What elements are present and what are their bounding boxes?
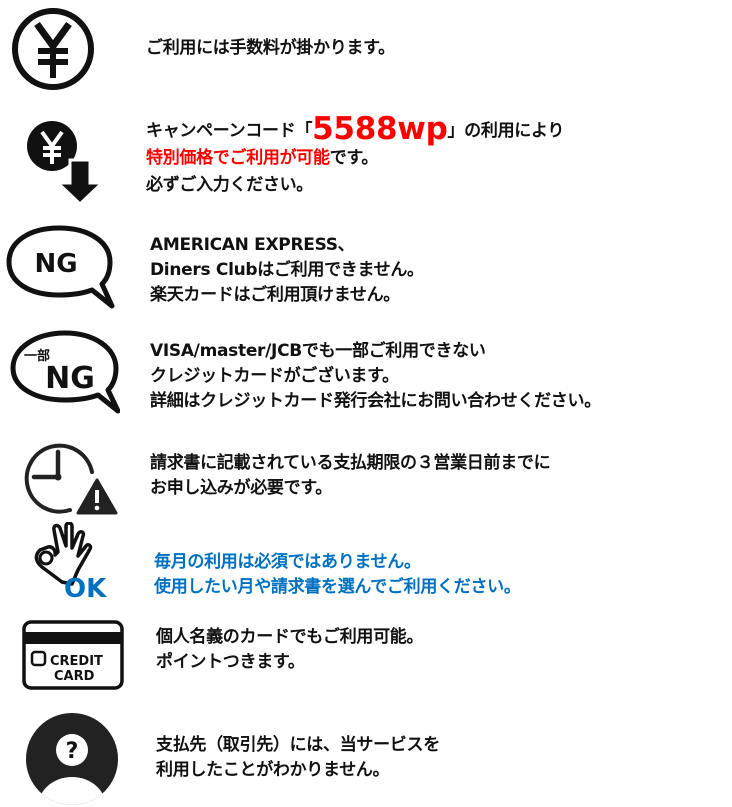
ok-hand-icon: OK — [34, 522, 107, 600]
svg-text:NG: NG — [45, 361, 95, 396]
svg-text:CREDIT: CREDIT — [50, 654, 103, 669]
item-text: VISA/master/JCBでも一部ご利用できないクレジットカードがございます… — [150, 341, 601, 411]
yen-down-arrow-icon — [27, 121, 98, 207]
svg-text:一部: 一部 — [24, 348, 50, 364]
item-text: 支払先（取引先）には、当サービスを利用したことがわかりません。 — [156, 735, 440, 780]
ng-speech-bubble-icon: NG — [6, 225, 115, 309]
svg-text:CARD: CARD — [54, 669, 95, 684]
unknown-person-icon: ? — [26, 713, 118, 805]
item-text: 請求書に記載されている支払期限の３営業日前までにお申し込みが必要です。 — [150, 453, 551, 498]
yen-circle-icon — [12, 8, 94, 90]
item-text: 毎月の利用は必須ではありません。使用したい月や請求書を選んでご利用ください。 — [154, 552, 521, 597]
svg-text:OK: OK — [64, 574, 107, 600]
item-text: ご利用には手数料が掛かります。 — [146, 38, 395, 58]
item-text: 個人名義のカードでもご利用可能。ポイントつきます。 — [156, 627, 424, 672]
partial-ng-speech-bubble-icon: 一部 NG — [10, 330, 120, 414]
campaign-code: 5588wp — [312, 111, 448, 147]
item-text: キャンペーンコード「5588wp」の利用により 特別価格でご利用が可能です。 必… — [146, 111, 565, 196]
credit-card-icon: CREDIT CARD — [22, 620, 124, 690]
clock-warning-icon — [24, 443, 118, 515]
item-text: AMERICAN EXPRESS、Diners Clubはご利用できません。楽天… — [150, 235, 424, 305]
svg-text:NG: NG — [34, 249, 77, 279]
svg-text:?: ? — [66, 739, 79, 764]
